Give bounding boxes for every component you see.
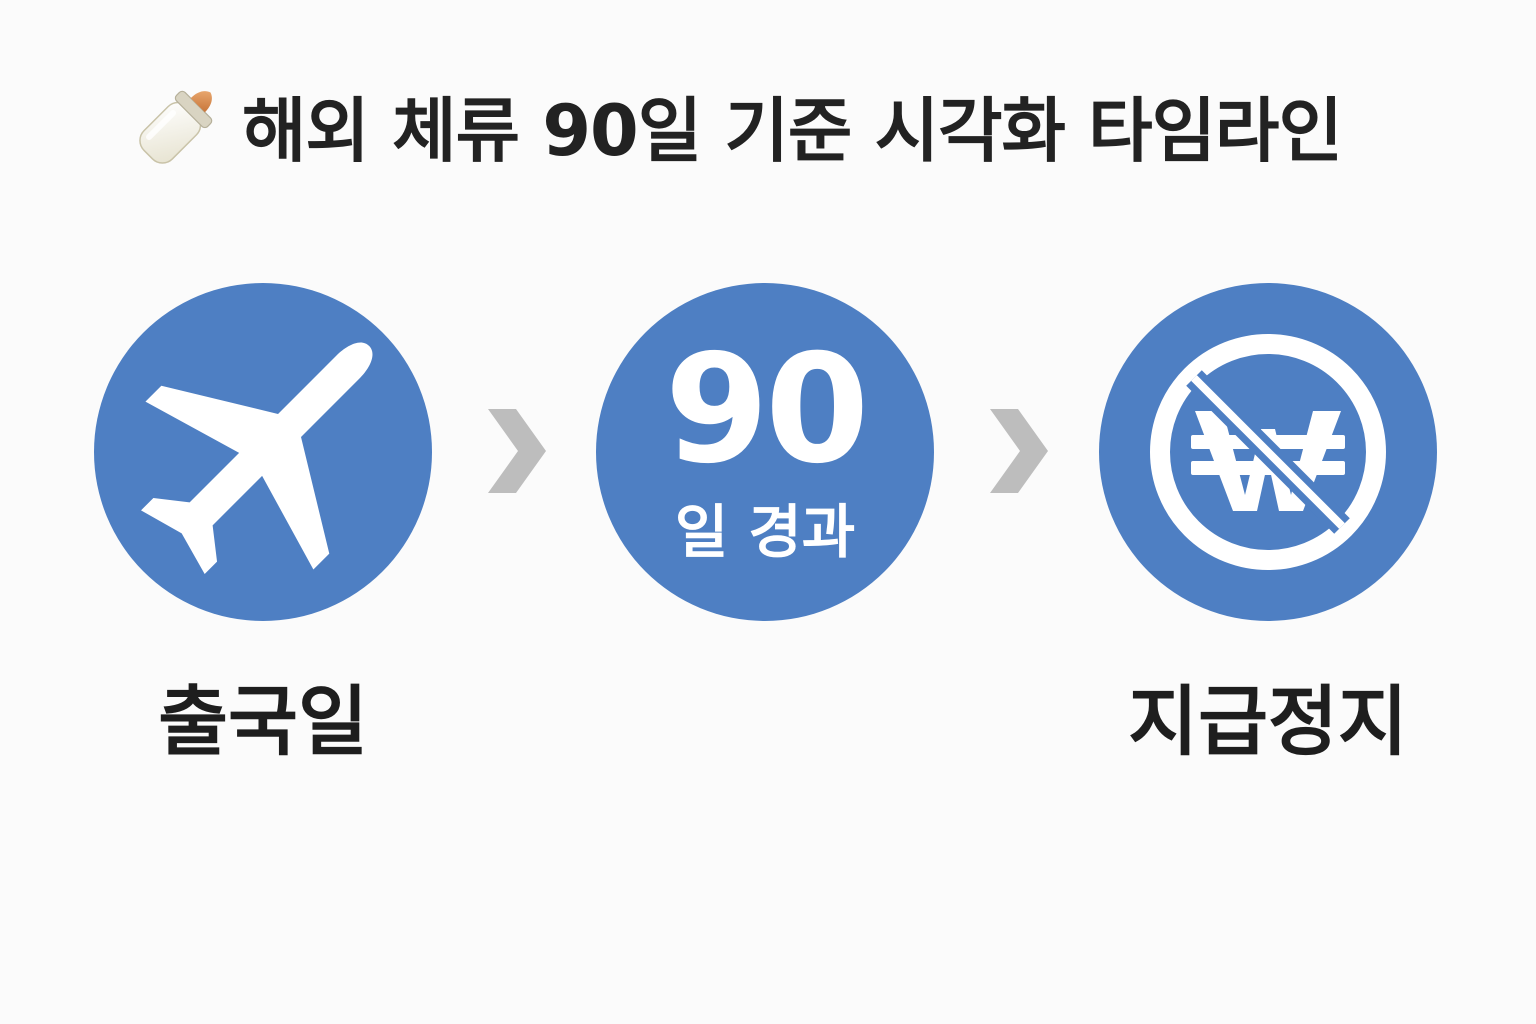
- departure-label: 출국일: [158, 677, 368, 766]
- chevron-right-icon: [990, 409, 1048, 493]
- no-won-icon: [1150, 334, 1386, 570]
- suspension-circle: [1099, 283, 1437, 621]
- departure-circle: [94, 283, 432, 621]
- airplane-icon: [141, 342, 373, 574]
- ninety-days-circle: 90 일 경과: [596, 283, 934, 621]
- baby-bottle-icon: [139, 90, 213, 164]
- day-count: 90: [664, 323, 870, 497]
- chevron-right-icon: [488, 409, 546, 493]
- title-text: 해외 체류 90일 기준 시각화 타임라인: [242, 89, 1343, 172]
- page-title: 해외 체류 90일 기준 시각화 타임라인: [128, 70, 1343, 180]
- suspension-label: 지급정지: [1128, 677, 1408, 766]
- day-count-caption: 일 경과: [674, 498, 856, 566]
